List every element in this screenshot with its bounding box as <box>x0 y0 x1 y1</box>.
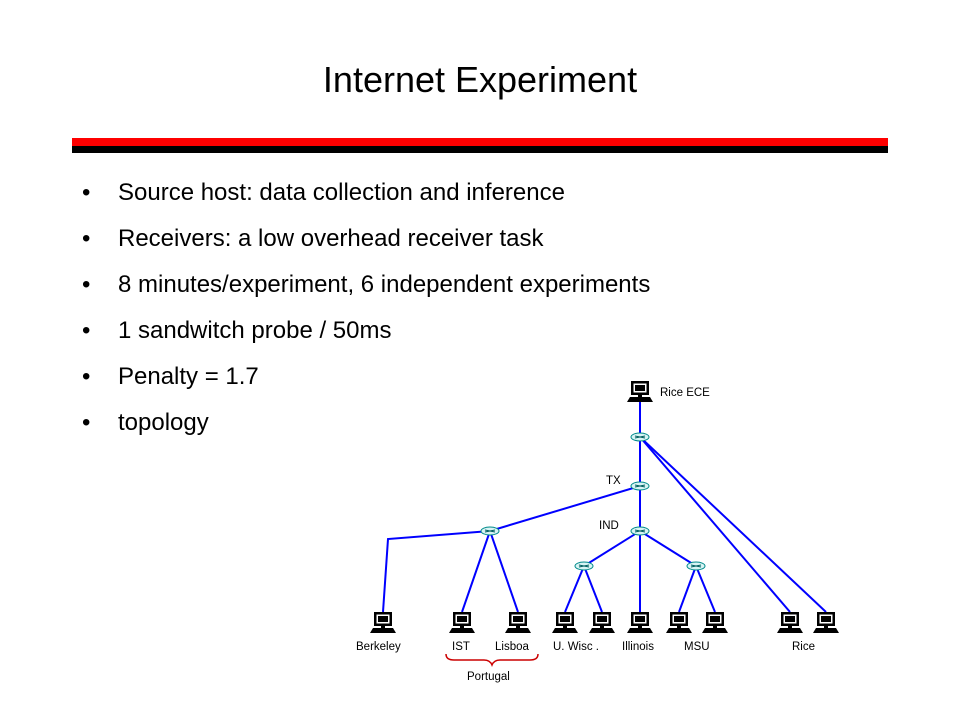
computer-icon <box>449 612 475 633</box>
router-icon <box>630 432 650 442</box>
computer-icon <box>370 612 396 633</box>
router-icon <box>686 561 706 571</box>
bullet-item: • 8 minutes/experiment, 6 independent exp… <box>82 266 650 312</box>
bullet-text: Penalty = 1.7 <box>118 363 259 390</box>
bullet-item: • 1 sandwitch probe / 50ms <box>82 312 650 358</box>
source-computer-icon <box>627 381 653 402</box>
computer-icon <box>589 612 615 633</box>
computer-icon <box>552 612 578 633</box>
network-links <box>382 402 827 613</box>
bullet-text: 8 minutes/experiment, 6 independent expe… <box>118 271 651 298</box>
label-rice: Rice <box>792 641 815 653</box>
bullet-dot: • <box>82 271 91 298</box>
label-tx: TX <box>606 475 621 487</box>
bullet-dot: • <box>82 317 91 344</box>
label-msu: MSU <box>684 641 710 653</box>
computer-icon <box>813 612 839 633</box>
bullet-text: Source host: data collection and inferen… <box>118 179 565 206</box>
bullet-item: • Penalty = 1.7 <box>82 358 650 404</box>
bullet-item: • Source host: data collection and infere… <box>82 174 650 220</box>
computer-icon <box>777 612 803 633</box>
bullet-item: • topology <box>82 404 650 450</box>
computer-icon <box>666 612 692 633</box>
bullet-text: topology <box>118 409 209 436</box>
slide-title: Internet Experiment <box>322 59 638 100</box>
label-illinois: Illinois <box>622 641 654 653</box>
portugal-group-brace <box>445 653 539 668</box>
router-icon <box>480 526 500 536</box>
bullet-dot: • <box>82 363 91 390</box>
bullet-dot: • <box>82 409 91 436</box>
router-ind-icon <box>630 526 650 536</box>
router-tx-icon <box>630 481 650 491</box>
bullet-dot: • <box>82 225 91 252</box>
label-lisboa: Lisboa <box>495 641 529 653</box>
label-u-wisc: U. Wisc . <box>553 641 599 653</box>
label-berkeley: Berkeley <box>356 641 401 653</box>
label-rice-ece: Rice ECE <box>660 387 710 399</box>
label-ind: IND <box>599 520 619 532</box>
title-divider-black <box>72 146 888 153</box>
computer-icon <box>505 612 531 633</box>
title-divider-red <box>72 138 888 146</box>
router-icon <box>574 561 594 571</box>
bullet-list: • Source host: data collection and infere… <box>82 174 650 450</box>
computer-icon <box>702 612 728 633</box>
bullet-text: Receivers: a low overhead receiver task <box>118 225 544 252</box>
bullet-dot: • <box>82 179 91 206</box>
label-portugal: Portugal <box>467 671 510 683</box>
label-ist: IST <box>452 641 470 653</box>
bullet-text: 1 sandwitch probe / 50ms <box>118 317 392 344</box>
bullet-item: • Receivers: a low overhead receiver task <box>82 220 650 266</box>
computer-icon <box>627 612 653 633</box>
